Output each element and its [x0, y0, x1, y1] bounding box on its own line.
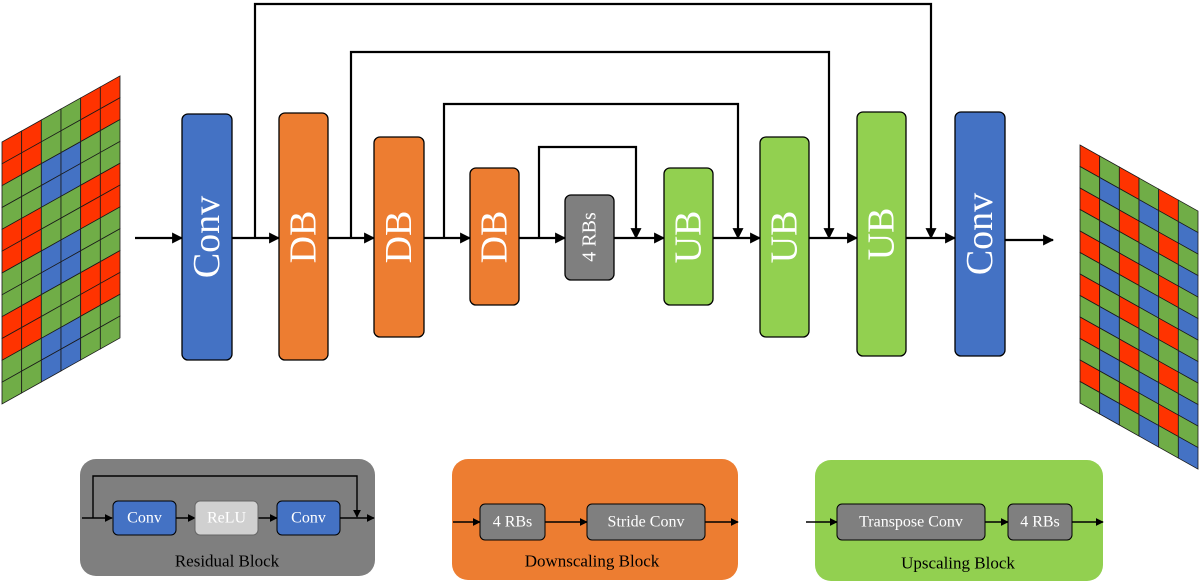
bayer-pixel: [1177, 435, 1199, 470]
legend-downscaling-block: 4 RBs Stride Conv Downscaling Block: [452, 459, 739, 580]
legend-residual-block: Conv ReLU Conv Residual Block: [80, 459, 375, 576]
legend-downscaling-caption: Downscaling Block: [525, 552, 660, 571]
legend-residual-relu-label: ReLU: [207, 510, 247, 527]
downscaling-block-1: DB: [278, 112, 329, 361]
legend-residual-conv2: Conv: [276, 500, 341, 536]
skip-connection-outer: [253, 2, 937, 240]
legend-residual-conv1-label: Conv: [127, 510, 162, 527]
main-flow-arrows: [135, 232, 1055, 246]
legend-upscaling-transpose-label: Transpose Conv: [859, 514, 963, 531]
ub1-label: UB: [668, 211, 710, 264]
legend-residual-relu: ReLU: [194, 500, 259, 536]
legend-residual-caption: Residual Block: [175, 552, 280, 571]
legend-upscaling-rbs-label: 4 RBs: [1020, 514, 1060, 531]
skip-connection-inner: [537, 145, 642, 240]
downscaling-block-3: DB: [469, 167, 520, 306]
rbs-label: 4 RBs: [579, 212, 601, 262]
db2-label: DB: [378, 211, 420, 264]
ub2-label: UB: [764, 211, 806, 264]
downscaling-block-2: DB: [373, 136, 425, 338]
skip-connections: [253, 2, 937, 240]
db1-label: DB: [283, 211, 325, 264]
legend-downscaling-stride-label: Stride Conv: [608, 514, 685, 531]
legend-downscaling-rbs-label: 4 RBs: [493, 514, 533, 531]
legend-upscaling-block: Transpose Conv 4 RBs Upscaling Block: [806, 460, 1104, 581]
conv-out-label: Conv: [959, 193, 1001, 275]
upscaling-block-2: UB: [759, 136, 810, 338]
legend-residual-conv2-label: Conv: [291, 510, 326, 527]
skip-connection-third: [442, 102, 744, 240]
legend-upscaling-transpose-conv: Transpose Conv: [836, 503, 986, 541]
legend-upscaling-rbs: 4 RBs: [1007, 503, 1073, 541]
output-bayer-mosaic: [1079, 144, 1199, 470]
conv-in-label: Conv: [186, 196, 228, 278]
legend-upscaling-caption: Upscaling Block: [901, 554, 1015, 573]
legend-residual-conv1: Conv: [112, 500, 177, 536]
legend-downscaling-stride-conv: Stride Conv: [586, 503, 706, 541]
legend-downscaling-rbs: 4 RBs: [479, 503, 546, 541]
upscaling-block-1: UB: [663, 167, 714, 306]
conv-out-block: Conv: [954, 111, 1006, 357]
residual-blocks-bottleneck: 4 RBs: [564, 194, 615, 281]
upscaling-block-3: UB: [856, 111, 907, 357]
db3-label: DB: [474, 211, 516, 264]
skip-connection-second: [349, 50, 835, 240]
bayer-pixel: [99, 315, 121, 350]
conv-in-block: Conv: [181, 113, 233, 361]
ub3-label: UB: [861, 208, 903, 261]
input-bayer-mosaic: [1, 75, 121, 405]
